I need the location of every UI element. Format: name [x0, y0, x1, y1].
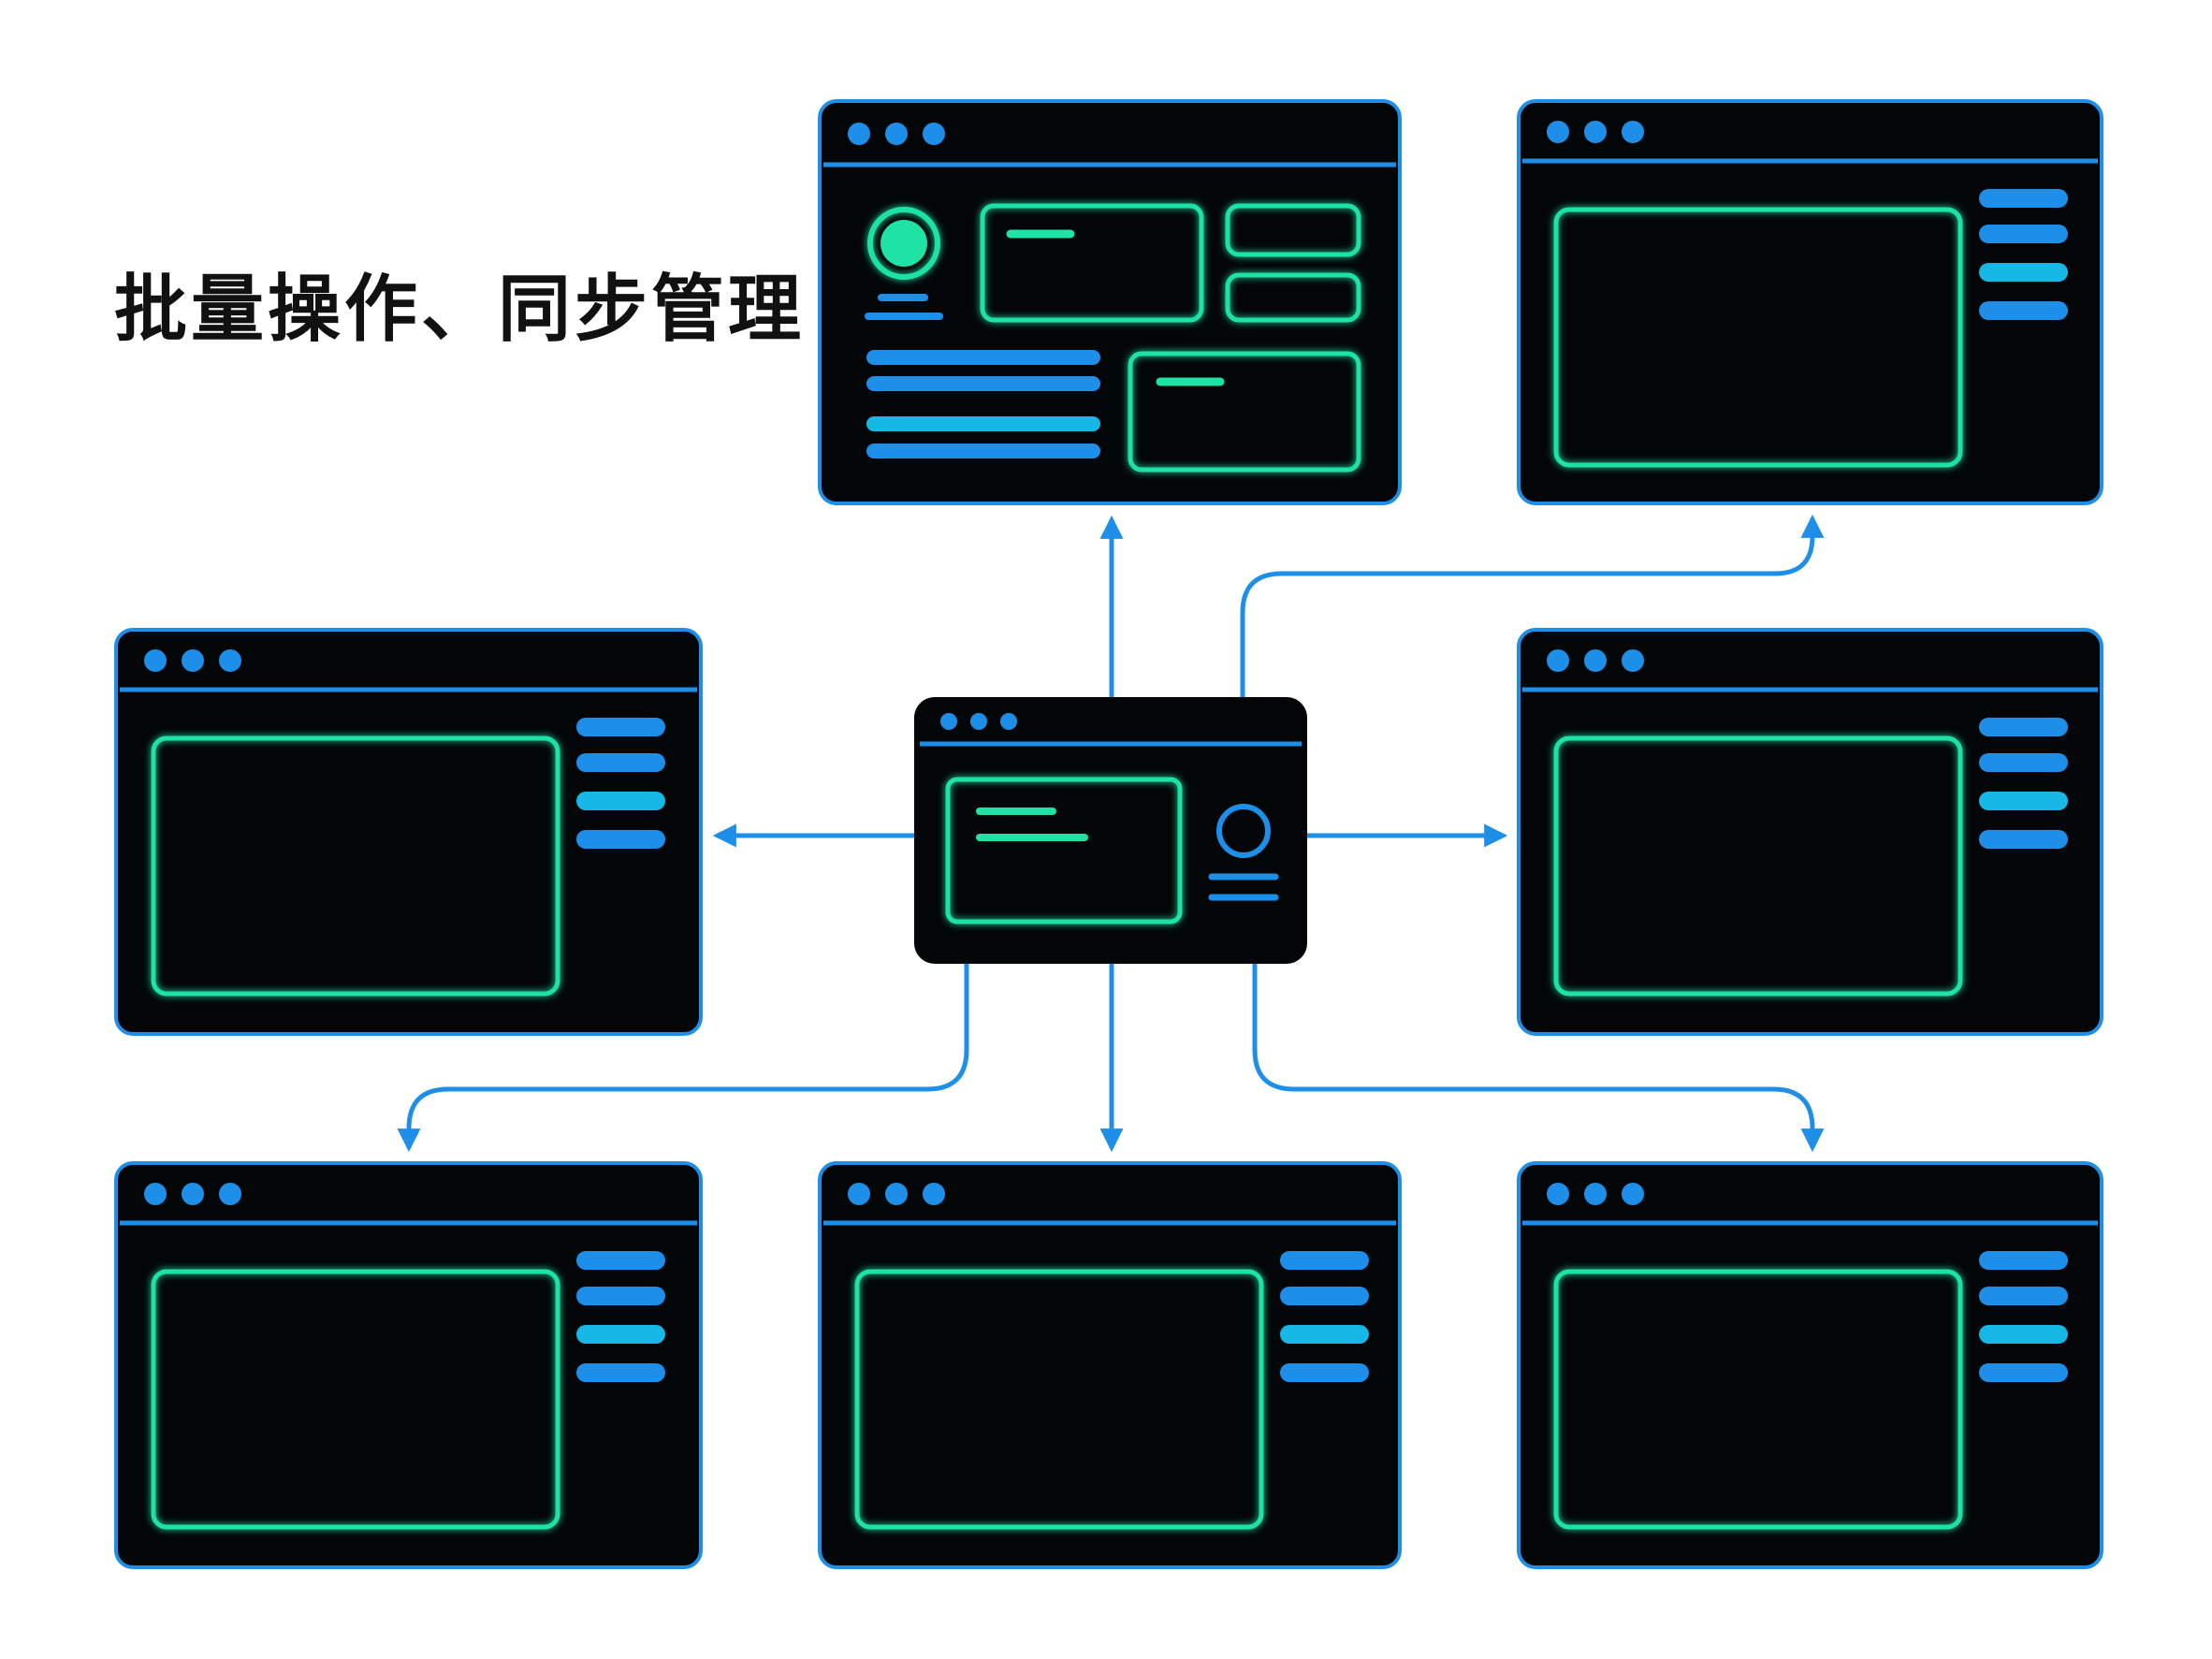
window-dot [923, 1183, 945, 1205]
window-dot [1547, 1183, 1569, 1205]
arrow-to-target-window-bottom-left [397, 964, 969, 1153]
diagram-title: 批量操作、同步管理 [114, 268, 806, 352]
window-dot [940, 713, 957, 730]
window-dot [885, 123, 908, 145]
window-dot [970, 713, 987, 730]
window-dot [923, 123, 945, 145]
code-panel [854, 1269, 1264, 1530]
window-dot [1000, 713, 1017, 730]
window-dot [1547, 649, 1569, 672]
window-dots-icon [144, 649, 241, 672]
detail-card [1128, 351, 1361, 473]
target-window-bottom-right [1517, 1161, 2103, 1569]
target-window-top-center [818, 99, 1402, 505]
window-dot [848, 123, 870, 145]
code-panel [151, 735, 560, 997]
target-window-top-right [1517, 99, 2103, 505]
target-window-middle-right [1517, 628, 2103, 1036]
window-dots-icon [848, 123, 945, 145]
window-dot [1584, 649, 1607, 672]
code-panel [151, 1269, 560, 1530]
window-dots-icon [144, 1183, 241, 1205]
user-avatar-icon [1216, 804, 1271, 858]
target-window-bottom-left [114, 1161, 703, 1569]
window-dot [1622, 649, 1644, 672]
window-dot [144, 1183, 167, 1205]
window-dots-icon [940, 713, 1017, 730]
window-dot [1547, 121, 1569, 143]
window-dot [182, 649, 204, 672]
window-dot [885, 1183, 908, 1205]
user-avatar-icon [867, 207, 940, 280]
window-dot [219, 1183, 241, 1205]
code-panel [1553, 1269, 1963, 1530]
target-window-middle-left [114, 628, 703, 1036]
stat-card [980, 203, 1204, 323]
code-panel [945, 777, 1183, 924]
window-dots-icon [848, 1183, 945, 1205]
central-controller-window [914, 697, 1307, 964]
window-dot [144, 649, 167, 672]
window-dot [1584, 1183, 1607, 1205]
window-dot [1622, 1183, 1644, 1205]
code-panel [1553, 735, 1963, 997]
windows-layer [114, 99, 2103, 1569]
connections-layer [397, 514, 1825, 1153]
window-dots-icon [1547, 1183, 1644, 1205]
mini-card [1225, 203, 1361, 257]
window-dots-icon [1547, 121, 1644, 143]
window-dots-icon [1547, 649, 1644, 672]
arrow-to-target-window-bottom-right [1252, 964, 1825, 1153]
window-dot [1584, 121, 1607, 143]
window-dot [848, 1183, 870, 1205]
window-dot [182, 1183, 204, 1205]
window-frame [818, 99, 1402, 505]
window-dot [219, 649, 241, 672]
arrow-to-target-window-top-right [1240, 514, 1825, 697]
target-window-bottom-center [818, 1161, 1402, 1569]
mini-card [1225, 272, 1361, 323]
avatar-dot [880, 220, 927, 267]
code-panel [1553, 207, 1963, 468]
window-dot [1622, 121, 1644, 143]
